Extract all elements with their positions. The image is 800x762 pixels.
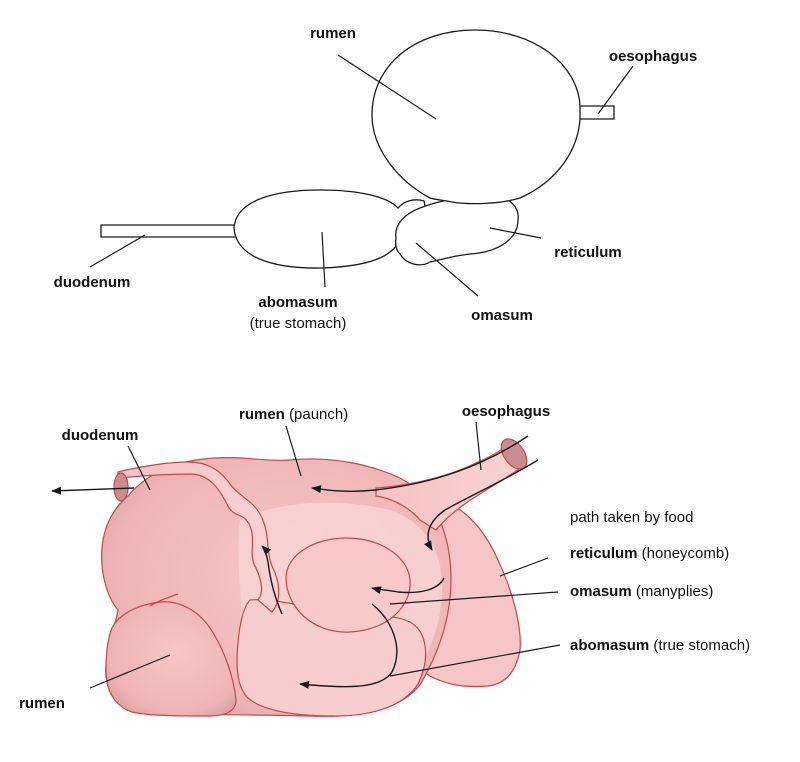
bottom-omasum-name: omasum xyxy=(570,583,632,600)
top-abomasum-leader xyxy=(321,231,326,288)
bottom-abomasum-label: abomasum (true stomach) xyxy=(570,637,750,654)
bottom-omasum-leader xyxy=(389,591,559,605)
top-oesophagus-leader xyxy=(597,65,634,115)
top-duodenum-label: duodenum xyxy=(54,274,131,291)
food-path-arrow-to-abomasum xyxy=(299,603,398,689)
food-path-arrow-to-reticulum xyxy=(424,459,539,551)
top-abomasum-label: abomasum xyxy=(258,294,337,311)
bottom-duodenum-leader xyxy=(127,445,151,491)
bottom-rumen-bottom-label: rumen xyxy=(19,695,65,712)
bottom-oesophagus-leader xyxy=(475,421,482,471)
food-path-arrow-to-omasum xyxy=(371,577,445,595)
food-path-arrow-to-duodenum xyxy=(261,545,283,615)
path-taken-caption: path taken by food xyxy=(570,509,693,526)
top-rumen-leader xyxy=(337,54,437,120)
bottom-omasum-shape xyxy=(285,537,411,633)
top-reticulum-leader xyxy=(489,227,542,239)
bottom-omasum-label: omasum (manyplies) xyxy=(570,583,713,600)
top-outline-diagram: rumen oesophagus reticulum duodenum abom… xyxy=(54,25,698,332)
bottom-omasum-note: (manyplies) xyxy=(632,583,714,600)
bottom-abomasum-note: (true stomach) xyxy=(649,637,750,654)
bottom-duodenum-opening xyxy=(113,472,129,502)
bottom-reticulum-name: reticulum xyxy=(570,545,638,562)
bottom-rumen-lower-lobe xyxy=(105,601,237,717)
bottom-abomasum-leader xyxy=(389,644,561,677)
bottom-illustrated-diagram: duodenum rumen (paunch) oesophagus path … xyxy=(19,403,750,717)
top-omasum-shape xyxy=(394,193,519,266)
top-rumen-shape xyxy=(371,29,581,205)
bottom-reticulum-leader xyxy=(499,557,549,577)
top-duodenum-leader xyxy=(89,234,146,268)
top-abomasum-shape xyxy=(233,189,426,269)
bottom-rumen-top-name: rumen xyxy=(239,406,285,423)
top-omasum-label: omasum xyxy=(471,307,533,324)
top-oesophagus-label: oesophagus xyxy=(609,48,697,65)
bottom-rumen-top-note: (paunch) xyxy=(285,406,348,423)
bottom-rumen-bottom-leader xyxy=(89,654,171,689)
bottom-duodenum-shape xyxy=(117,461,280,613)
bottom-rumen-fold xyxy=(149,593,179,607)
food-path-arrow-oesophagus-in xyxy=(311,435,529,494)
bottom-rumen-top-leader xyxy=(285,425,302,477)
top-omasum-leader xyxy=(415,242,479,297)
bottom-reticulum-label: reticulum (honeycomb) xyxy=(570,545,729,562)
top-rumen-label: rumen xyxy=(310,25,356,42)
top-reticulum-label: reticulum xyxy=(554,244,622,261)
bottom-reticulum-note: (honeycomb) xyxy=(638,545,730,562)
top-abomasum-note: (true stomach) xyxy=(250,315,347,332)
bottom-rumen-top-label: rumen (paunch) xyxy=(239,406,348,423)
bottom-duodenum-label: duodenum xyxy=(62,427,139,444)
bottom-oesophagus-label: oesophagus xyxy=(462,403,550,420)
top-duodenum-shape xyxy=(100,224,241,238)
food-path-arrow-duodenum-out xyxy=(51,486,135,495)
bottom-abomasum-name: abomasum xyxy=(570,637,649,654)
